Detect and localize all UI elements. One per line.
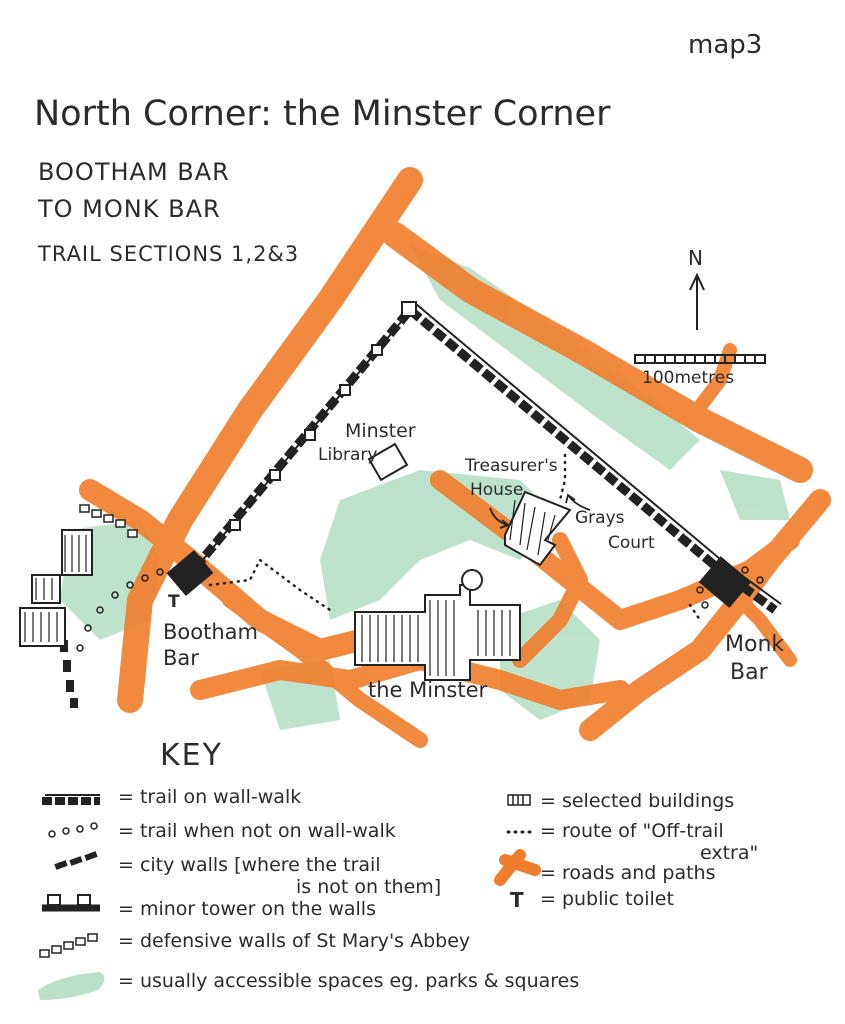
key-label-tower: = minor tower on the walls (118, 898, 376, 920)
key-toilet-symbol: T (510, 888, 524, 912)
bootham-bar-label-1: Bootham (163, 620, 258, 644)
minster-library-building (367, 442, 409, 482)
label-arrows (489, 493, 591, 529)
building-hatching (24, 499, 556, 676)
minster-library-label-1: Minster (345, 420, 416, 442)
map-number-label: map3 (688, 30, 763, 60)
key-off-wall-symbol (48, 822, 98, 838)
scale-bar (634, 354, 766, 364)
scale-label: 100metres (642, 368, 735, 388)
key-label-toilet: = public toilet (540, 888, 674, 910)
key-city-walls-symbol (54, 851, 98, 870)
key-wall-walk-symbol (42, 794, 100, 805)
minster-library-label-2: Library (318, 445, 378, 465)
key-label-off-trail-2: extra" (700, 842, 759, 864)
compass-arrow (689, 272, 705, 330)
toilet-marker: T (168, 592, 180, 612)
treasurers-house-label-2: House (470, 480, 524, 500)
bootham-bar-gate (166, 549, 214, 597)
off-trail-route (208, 453, 702, 622)
city-walls-off-trail (60, 640, 78, 708)
key-label-roads: = roads and paths (540, 862, 716, 884)
key-buildings-symbol (507, 794, 531, 806)
grays-court-label-1: Grays (575, 508, 625, 528)
trail-sections: TRAIL SECTIONS 1,2&3 (38, 242, 300, 266)
roads (79, 167, 831, 748)
subtitle-line-1: BOOTHAM BAR (38, 158, 230, 186)
grays-court-label-2: Court (608, 533, 655, 553)
key-label-green-spaces: = usually accessible spaces eg. parks & … (118, 970, 580, 992)
monk-bar-label-1: Monk (725, 632, 785, 657)
treasurers-house-label-1: Treasurer's (465, 456, 558, 476)
st-marys-abbey-walls (79, 504, 138, 538)
key-abbey-walls-symbol (39, 933, 98, 958)
key-label-buildings: = selected buildings (540, 790, 735, 812)
bootham-bar-label-2: Bar (163, 646, 199, 670)
north-label: N (688, 246, 703, 270)
key-roads-symbol (494, 849, 541, 886)
key-tower-symbol (42, 894, 100, 912)
key-label-off-wall: = trail when not on wall-walk (118, 820, 396, 842)
minster-label: the Minster (368, 678, 488, 702)
minor-towers (229, 301, 417, 531)
page-title: North Corner: the Minster Corner (34, 94, 611, 134)
key-symbols (38, 794, 541, 1000)
key-label-city-walls-1: = city walls [where the trail (118, 854, 381, 876)
key-green-symbol (38, 972, 105, 1000)
monk-bar-label-2: Bar (730, 660, 768, 685)
treasurers-house-building (504, 490, 572, 567)
trail-off-wall (76, 566, 764, 652)
city-wall (181, 302, 782, 614)
key-heading: KEY (160, 738, 223, 773)
key-label-wall-walk: = trail on wall-walk (118, 786, 302, 808)
key-label-city-walls-2: is not on them] (296, 876, 442, 898)
monk-bar-gate (698, 556, 752, 608)
key-label-abbey-walls: = defensive walls of St Mary's Abbey (118, 930, 471, 952)
key-label-off-trail-1: = route of "Off-trail (540, 820, 724, 842)
subtitle-line-2: TO MONK BAR (38, 195, 221, 223)
